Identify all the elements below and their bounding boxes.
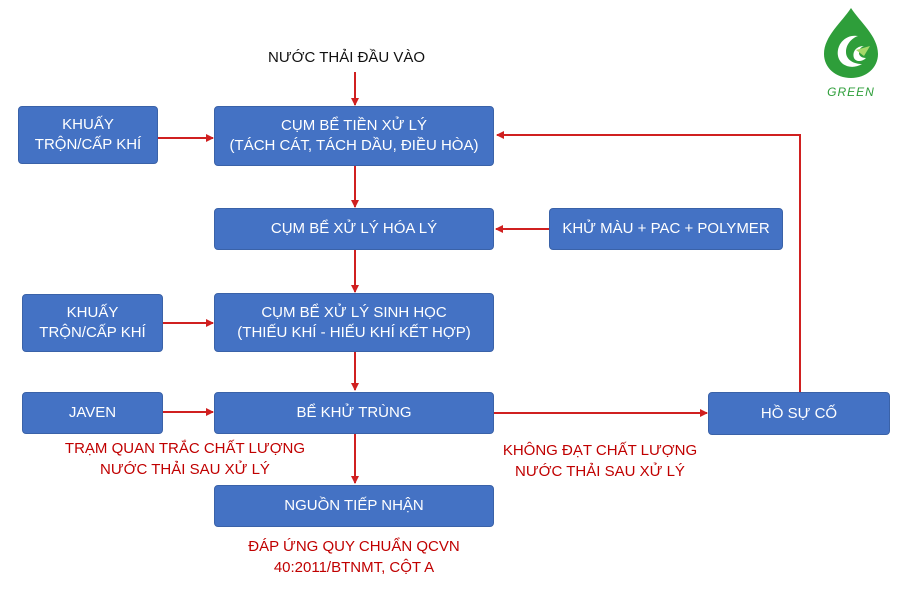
mixing-aeration-box-2-line1: KHUẤY [66,304,119,321]
mixing-aeration-box-1-line2: TRỘN/CẤP KHÍ [34,136,142,153]
monitoring-station-note-line2: NƯỚC THẢI SAU XỬ LÝ [100,461,270,478]
substandard-quality-note-line1: KHÔNG ĐẠT CHẤT LƯỢNG [502,442,698,459]
standard-compliance-note: ĐÁP ỨNG QUY CHUẨN QCVN 40:2011/BTNMT, CỘ… [226,536,482,578]
javen-box: JAVEN [22,392,163,434]
arrow-incident-return-to-pretreat [496,131,801,392]
pretreatment-box-line2: (TÁCH CÁT, TÁCH DẦU, ĐIỀU HÒA) [229,137,479,154]
chemicals-box-label: KHỬ MÀU + PAC + POLYMER [562,220,770,237]
green-logo: GREEN [812,6,890,99]
mixing-aeration-box-2-line2: TRỘN/CẤP KHÍ [39,324,146,341]
incident-pond-box: HỒ SỰ CỐ [708,392,890,435]
chemicals-box: KHỬ MÀU + PAC + POLYMER [549,208,783,250]
monitoring-station-note-line1: TRẠM QUAN TRẮC CHẤT LƯỢNG [64,440,306,457]
mixing-aeration-box-1-line1: KHUẤY [62,116,114,133]
biological-treatment-box: CỤM BỂ XỬ LÝ SINH HỌC (THIẾU KHÍ - HIẾU … [214,293,494,352]
substandard-quality-note: KHÔNG ĐẠT CHẤT LƯỢNG NƯỚC THẢI SAU XỬ LÝ [490,440,710,482]
disinfection-tank-box: BỂ KHỬ TRÙNG [214,392,494,434]
standard-compliance-note-line1: ĐÁP ỨNG QUY CHUẨN QCVN [248,538,460,555]
mixing-aeration-box-1: KHUẤY TRỘN/CẤP KHÍ [18,106,158,164]
logo-text: GREEN [827,85,875,99]
javen-box-label: JAVEN [68,404,117,421]
receiving-source-box-label: NGUỒN TIẾP NHẬN [284,497,424,514]
mixing-aeration-box-2: KHUẤY TRỘN/CẤP KHÍ [22,294,163,352]
physicochemical-box: CỤM BỂ XỬ LÝ HÓA LÝ [214,208,494,250]
wastewater-input-label: NƯỚC THẢI ĐẦU VÀO [268,49,426,66]
standard-compliance-note-line2: 40:2011/BTNMT, CỘT A [273,559,435,576]
receiving-source-box: NGUỒN TIẾP NHẬN [214,485,494,527]
pretreatment-box: CỤM BỂ TIỀN XỬ LÝ (TÁCH CÁT, TÁCH DẦU, Đ… [214,106,494,166]
monitoring-station-note: TRẠM QUAN TRẮC CHẤT LƯỢNG NƯỚC THẢI SAU … [50,438,320,480]
pretreatment-box-line1: CỤM BỂ TIỀN XỬ LÝ [281,117,427,134]
biological-treatment-box-line2: (THIẾU KHÍ - HIẾU KHÍ KẾT HỢP) [237,323,471,341]
physicochemical-box-label: CỤM BỂ XỬ LÝ HÓA LÝ [270,220,438,237]
biological-treatment-box-line1: CỤM BỂ XỬ LÝ SINH HỌC [261,303,447,321]
disinfection-tank-box-label: BỂ KHỬ TRÙNG [296,404,412,421]
incident-pond-box-label: HỒ SỰ CỐ [760,404,838,422]
substandard-quality-note-line2: NƯỚC THẢI SAU XỬ LÝ [515,463,685,480]
leaf-drop-icon [824,8,878,78]
